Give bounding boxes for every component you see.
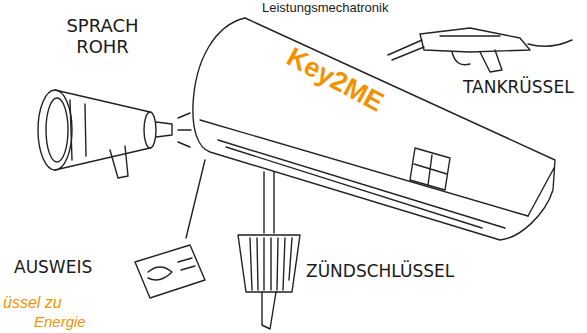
megaphone-sketch xyxy=(38,90,191,178)
device-outline xyxy=(185,10,565,250)
part-label: TANKRÜSSEL xyxy=(463,78,585,98)
device-detail xyxy=(226,147,482,228)
device-detail xyxy=(528,168,554,216)
device-detail xyxy=(218,140,505,228)
part-label: ZÜNDSCHLÜSSEL xyxy=(306,262,486,282)
slogan-text: üssel zu xyxy=(3,294,123,312)
device-body: Key2ME xyxy=(185,10,565,250)
ignition-key-sketch xyxy=(238,172,300,329)
device-detail xyxy=(410,148,450,190)
part-label: SPRACH ROHR xyxy=(55,16,150,57)
id-card-sketch xyxy=(135,160,205,298)
fuel-nozzle-sketch xyxy=(388,28,572,72)
header-text: Leistungsmechatronik xyxy=(262,1,422,16)
device-detail xyxy=(414,155,447,185)
slogan-text: Energie xyxy=(34,313,154,330)
device-outline-path xyxy=(193,18,555,240)
part-label: AUSWEIS xyxy=(14,258,124,278)
device-detail xyxy=(200,120,528,216)
